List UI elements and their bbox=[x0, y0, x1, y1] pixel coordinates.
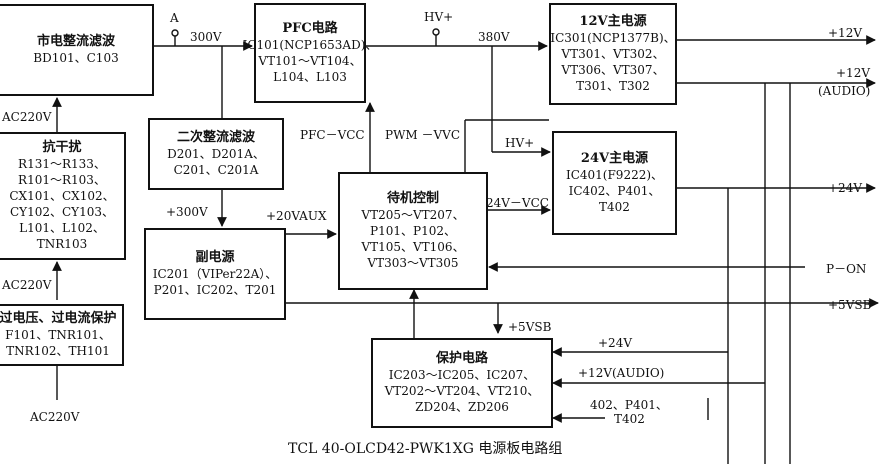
pfc-line-2: VT101～VT104、 bbox=[258, 54, 362, 68]
label-hv-2: HV+ bbox=[505, 136, 535, 150]
diagram-caption: TCL 40-OLCD42-PWK1XG 电源板电路组 bbox=[288, 441, 563, 457]
aux-power-line-2: P201、IC202、T201 bbox=[153, 283, 277, 297]
label-pwm-vcc: PWM －VVC bbox=[385, 128, 461, 142]
aux-power-title: 副电源 bbox=[195, 250, 235, 265]
label-380v: 380V bbox=[478, 30, 510, 44]
label-ac220v-1: AC220V bbox=[2, 110, 52, 124]
pfc-line-1: IC101(NCP1653AD)、 bbox=[242, 38, 378, 52]
standby-line-4: VT303～VT305 bbox=[367, 256, 459, 270]
label-out-12v-audio-2: (AUDIO) bbox=[818, 84, 871, 98]
protection-circuit-block: 保护电路 IC203～IC205、IC207、 VT202～VT204、VT21… bbox=[371, 338, 553, 428]
pfc-line-3: L104、L103 bbox=[273, 70, 347, 84]
rectifier-title: 市电整流滤波 bbox=[36, 34, 115, 49]
label-p-on: P－ON bbox=[826, 262, 867, 276]
standby-control-block: 待机控制 VT205～VT207、 P101、P102、 VT105、VT106… bbox=[338, 172, 488, 290]
emi-line-5: L101、L102、 bbox=[19, 221, 105, 235]
label-in-12v-audio: +12V(AUDIO) bbox=[578, 366, 665, 380]
psu-12v-block: 12V主电源 IC301(NCP1377B)、 VT301、VT302、 VT3… bbox=[549, 3, 677, 105]
psu-24v-line-3: T402 bbox=[599, 200, 630, 214]
label-300v: 300V bbox=[190, 30, 222, 44]
protection-line-3: ZD204、ZD206 bbox=[415, 400, 509, 414]
node-hv bbox=[432, 28, 440, 36]
label-24v-vcc: 24V－VCC bbox=[486, 196, 549, 210]
secondary-rectifier-line-2: C201、C201A bbox=[173, 163, 259, 177]
secondary-rectifier-title: 二次整流滤波 bbox=[176, 130, 255, 145]
psu-24v-line-1: IC401(F9222)、 bbox=[565, 168, 664, 182]
standby-line-1: VT205～VT207、 bbox=[361, 208, 465, 222]
label-hv-1: HV+ bbox=[424, 10, 454, 24]
emi-line-6: TNR103 bbox=[36, 237, 88, 251]
label-20vaux: +20VAUX bbox=[266, 209, 327, 223]
standby-line-3: VT105、VT106、 bbox=[361, 240, 465, 254]
psu-12v-line-3: VT306、VT307、 bbox=[561, 63, 665, 77]
secondary-rectifier-block: 二次整流滤波 D201、D201A、 C201、C201A bbox=[148, 118, 284, 190]
label-in-24v: +24V bbox=[598, 336, 632, 350]
label-5vsb-protection: +5VSB bbox=[508, 320, 552, 334]
protection-title: 保护电路 bbox=[435, 351, 488, 366]
label-in-misc-2: T402 bbox=[614, 412, 645, 426]
emi-title: 抗干扰 bbox=[42, 140, 82, 155]
label-ac220v-3: AC220V bbox=[30, 410, 80, 424]
standby-line-2: P101、P102、 bbox=[370, 224, 456, 238]
emi-line-1: R131～R133、 bbox=[18, 157, 106, 171]
rectifier-line-1: BD101、C103 bbox=[33, 51, 119, 65]
emi-line-4: CY102、CY103、 bbox=[9, 205, 115, 219]
psu-12v-line-4: T301、T302 bbox=[576, 79, 650, 93]
label-out-12v: +12V bbox=[828, 26, 862, 40]
label-plus300v: +300V bbox=[166, 205, 208, 219]
input-protection-title: 过电压、过电流保护 bbox=[0, 311, 117, 326]
protection-line-1: IC203～IC205、IC207、 bbox=[388, 368, 536, 382]
label-ac220v-2: AC220V bbox=[2, 278, 52, 292]
psu-24v-title: 24V主电源 bbox=[580, 151, 649, 166]
psu-24v-block: 24V主电源 IC401(F9222)、 IC402、P401、 T402 bbox=[552, 131, 677, 235]
label-out-12v-audio-1: +12V bbox=[836, 66, 870, 80]
standby-title: 待机控制 bbox=[386, 191, 439, 206]
emi-line-3: CX101、CX102、 bbox=[9, 189, 115, 203]
label-node-a: A bbox=[170, 11, 179, 25]
emi-line-2: R101～R103、 bbox=[18, 173, 106, 187]
aux-power-block: 副电源 IC201（VIPer22A）、 P201、IC202、T201 bbox=[144, 228, 286, 320]
psu-12v-title: 12V主电源 bbox=[579, 14, 647, 29]
secondary-rectifier-line-1: D201、D201A、 bbox=[167, 147, 265, 161]
psu-24v-line-2: IC402、P401、 bbox=[568, 184, 661, 198]
aux-power-line-1: IC201（VIPer22A）、 bbox=[152, 267, 278, 281]
psu-12v-line-1: IC301(NCP1377B)、 bbox=[550, 31, 676, 45]
pfc-title: PFC电路 bbox=[282, 21, 338, 36]
label-pfc-vcc: PFC－VCC bbox=[300, 128, 365, 142]
label-out-5vsb: +5VSB bbox=[828, 298, 872, 312]
rectifier-block: 市电整流滤波 BD101、C103 bbox=[0, 4, 154, 96]
psu-12v-line-2: VT301、VT302、 bbox=[561, 47, 665, 61]
protection-line-2: VT202～VT204、VT210、 bbox=[384, 384, 540, 398]
node-a bbox=[171, 29, 179, 37]
input-protection-line-2: TNR102、TH101 bbox=[6, 344, 110, 358]
pfc-block: PFC电路 IC101(NCP1653AD)、 VT101～VT104、 L10… bbox=[243, 3, 377, 103]
emi-filter-block: 抗干扰 R131～R133、 R101～R103、 CX101、CX102、 C… bbox=[0, 132, 126, 260]
label-in-misc-1: 402、P401、 bbox=[590, 398, 668, 412]
input-protection-block: 过电压、过电流保护 F101、TNR101、 TNR102、TH101 bbox=[0, 304, 124, 366]
input-protection-line-1: F101、TNR101、 bbox=[5, 328, 111, 342]
label-out-24v: +24V bbox=[828, 181, 862, 195]
